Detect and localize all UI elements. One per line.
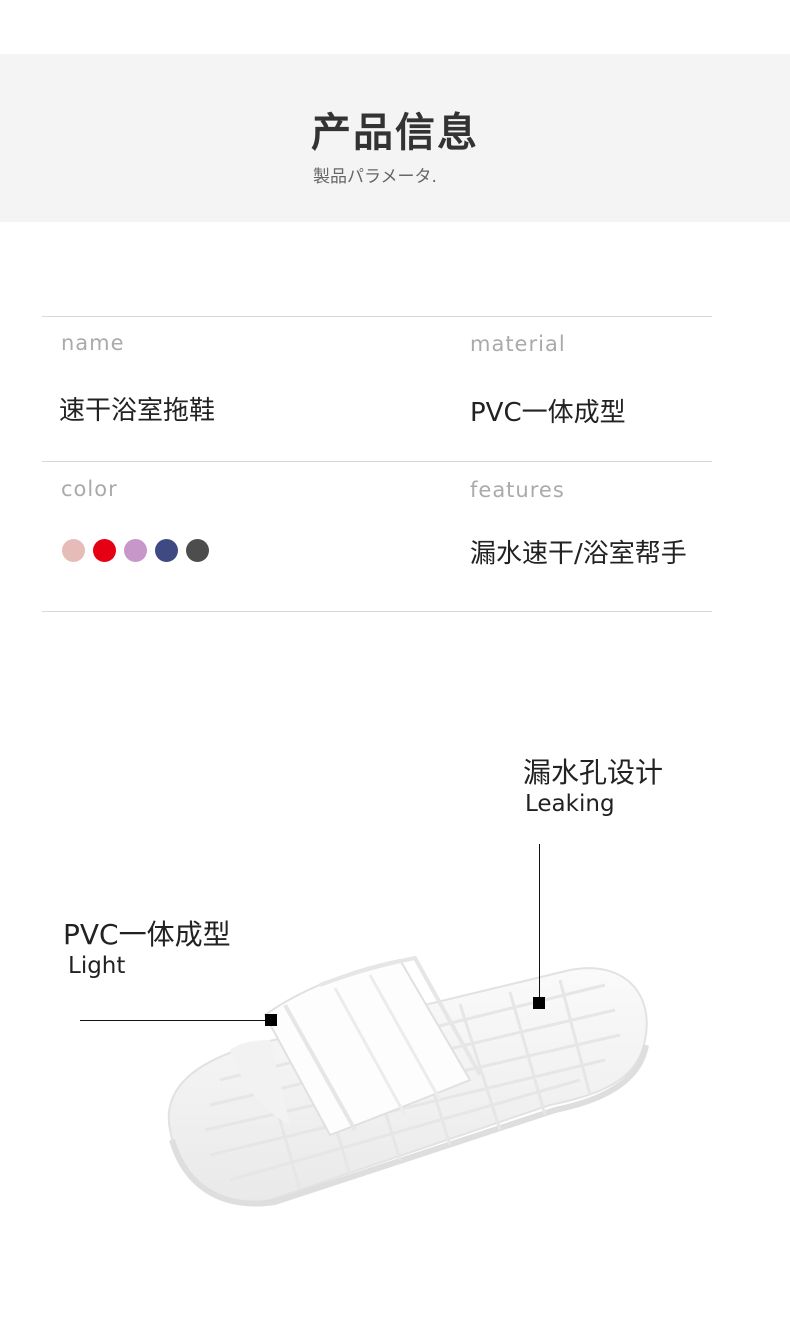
color-label: color: [61, 477, 118, 501]
material-label: material: [470, 332, 566, 356]
light-marker: [265, 1014, 277, 1026]
color-swatch-red[interactable]: [93, 539, 116, 562]
divider: [42, 316, 712, 317]
color-swatch-pink[interactable]: [62, 539, 85, 562]
header-band: [0, 54, 790, 222]
light-leader-line: [80, 1020, 265, 1021]
color-swatch-purple[interactable]: [124, 539, 147, 562]
divider: [42, 611, 712, 612]
color-swatch-navy[interactable]: [155, 539, 178, 562]
name-label: name: [61, 331, 125, 355]
leaking-marker: [533, 997, 545, 1009]
material-value: PVC一体成型: [470, 398, 626, 428]
leaking-leader-line: [539, 844, 540, 997]
light-callout-title: PVC一体成型: [63, 918, 231, 951]
features-value: 漏水速干/浴室帮手: [470, 539, 687, 569]
page-title: 产品信息: [311, 110, 479, 156]
name-value: 速干浴室拖鞋: [59, 396, 216, 426]
color-swatch-gray[interactable]: [186, 539, 209, 562]
features-label: features: [470, 478, 565, 502]
leaking-callout-subtitle: Leaking: [525, 791, 615, 817]
color-swatches: [62, 539, 209, 562]
divider: [42, 461, 712, 462]
leaking-callout-title: 漏水孔设计: [523, 756, 664, 789]
light-callout-subtitle: Light: [68, 953, 126, 979]
slipper-illustration: [167, 955, 649, 1207]
page-subtitle: 製品パラメータ.: [313, 167, 437, 187]
